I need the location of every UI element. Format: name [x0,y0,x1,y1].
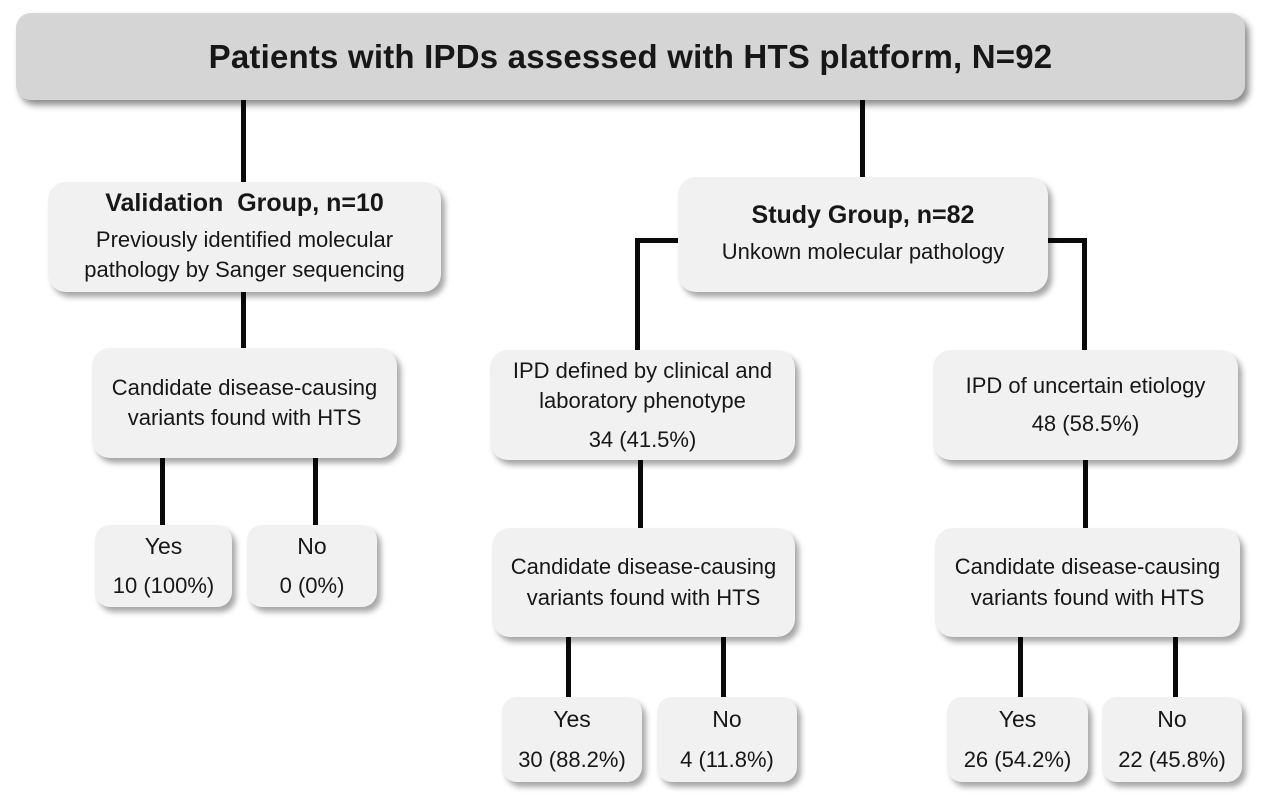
connector-study-to-ipd-uncertain-vertical [1082,238,1087,352]
connector-title-to-validation [241,98,246,184]
candidate-variants-uncertain-text: Candidate disease-causing variants found… [954,554,1221,610]
yes-uncertain-label: Yes [998,706,1037,732]
no-defined-label: No [712,706,742,732]
study-group-heading: Study Group, n=82 [751,201,975,230]
no-uncertain-label: No [1157,706,1187,732]
node-candidate-variants-defined: Candidate disease-causing variants found… [492,528,795,637]
node-yes-uncertain: Yes 26 (54.2%) [947,697,1088,782]
page-title: Patients with IPDs assessed with HTS pla… [208,37,1053,75]
ipd-defined-count: 34 (41.5%) [588,426,697,452]
no-uncertain-count: 22 (45.8%) [1118,746,1226,772]
yes-uncertain-count: 26 (54.2%) [963,746,1072,772]
ipd-uncertain-count: 48 (58.5%) [1031,411,1140,437]
node-study-group: Study Group, n=82 Unkown molecular patho… [678,177,1048,292]
study-group-description: Unkown molecular pathology [721,239,1005,265]
candidate-variants-validation-text: Candidate disease-causing variants found… [111,374,378,430]
connector-candidate-to-no-defined [721,635,726,699]
connector-study-to-ipd-uncertain-horizontal [1046,238,1087,243]
node-validation-group: Validation Group, n=10 Previously identi… [48,182,441,292]
node-ipd-defined-phenotype: IPD defined by clinical and laboratory p… [490,350,795,460]
node-no-defined: No 4 (11.8%) [657,697,797,782]
ipd-uncertain-text: IPD of uncertain etiology [965,373,1206,399]
node-no-uncertain: No 22 (45.8%) [1102,697,1242,782]
connector-candidate-to-no-uncertain [1173,635,1178,699]
node-ipd-uncertain-etiology: IPD of uncertain etiology 48 (58.5%) [933,350,1238,460]
node-yes-defined: Yes 30 (88.2%) [502,697,642,782]
yes-defined-count: 30 (88.2%) [518,746,626,772]
validation-group-heading: Validation Group, n=10 [105,188,384,217]
node-no-validation: No 0 (0%) [247,525,377,607]
validation-group-description: Previously identified molecular patholog… [84,226,405,282]
connector-study-to-ipd-defined-horizontal [635,238,680,243]
connector-title-to-study [860,98,865,179]
node-candidate-variants-validation: Candidate disease-causing variants found… [92,348,397,458]
connector-validation-to-candidate [241,290,246,350]
no-defined-count: 4 (11.8%) [680,746,774,772]
no-validation-label: No [297,532,327,559]
connector-ipd-uncertain-to-candidate [1083,458,1088,530]
connector-candidate-to-yes-validation [160,456,165,527]
node-candidate-variants-uncertain: Candidate disease-causing variants found… [935,528,1240,637]
connector-ipd-defined-to-candidate [638,458,643,530]
connector-candidate-to-no-validation [313,456,318,527]
candidate-variants-defined-text: Candidate disease-causing variants found… [510,554,777,610]
yes-defined-label: Yes [553,706,591,732]
connector-study-to-ipd-defined-vertical [635,238,640,352]
connector-candidate-to-yes-uncertain [1018,635,1023,699]
no-validation-count: 0 (0%) [279,573,345,599]
node-yes-validation: Yes 10 (100%) [95,525,232,607]
ipd-defined-text: IPD defined by clinical and laboratory p… [512,357,773,414]
title-node: Patients with IPDs assessed with HTS pla… [16,13,1245,100]
yes-validation-count: 10 (100%) [112,573,215,599]
connector-candidate-to-yes-defined [566,635,571,699]
yes-validation-label: Yes [144,532,183,559]
